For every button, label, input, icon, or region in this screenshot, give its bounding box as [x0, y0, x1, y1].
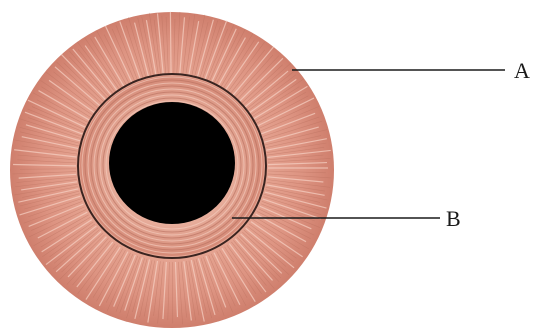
lumen [109, 102, 235, 224]
label-a: A [514, 58, 530, 83]
radial-fiber [170, 12, 171, 74]
label-b: B [446, 206, 461, 231]
